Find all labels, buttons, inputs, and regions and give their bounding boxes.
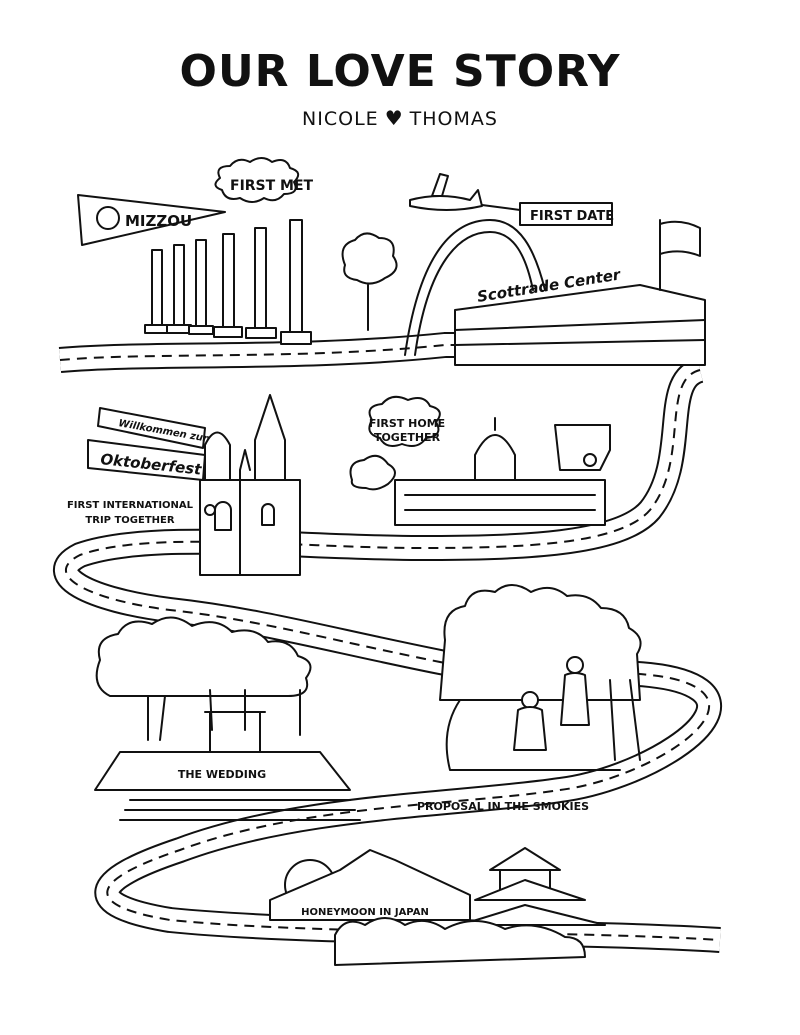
- svg-text:TOGETHER: TOGETHER: [374, 431, 441, 444]
- svg-text:HONEYMOON IN JAPAN: HONEYMOON IN JAPAN: [301, 907, 429, 918]
- page-title: OUR LOVE STORY: [179, 46, 621, 97]
- gateway-arch: [404, 219, 546, 356]
- heart-icon: ♥: [384, 106, 404, 130]
- svg-text:MIZZOU: MIZZOU: [125, 212, 192, 230]
- first-home-cloud: FIRST HOME TOGETHER: [368, 395, 445, 447]
- scottrade-center: Scottrade Center: [454, 219, 706, 366]
- svg-text:FIRST MET: FIRST MET: [230, 178, 314, 194]
- couple-names: NICOLE♥THOMAS: [0, 106, 800, 130]
- columns: [144, 219, 312, 345]
- svg-text:FIRST HOME: FIRST HOME: [369, 417, 445, 430]
- first-trip-label-2: TRIP TOGETHER: [85, 515, 174, 526]
- name-right: THOMAS: [409, 108, 498, 130]
- svg-text:PROPOSAL IN THE SMOKIES: PROPOSAL IN THE SMOKIES: [417, 800, 589, 813]
- first-trip-label: FIRST INTERNATIONAL: [67, 500, 194, 511]
- munich-cathedral: [199, 394, 301, 576]
- name-left: NICOLE: [302, 108, 379, 130]
- proposal-scene: PROPOSAL IN THE SMOKIES: [417, 584, 642, 813]
- svg-text:THE WEDDING: THE WEDDING: [178, 768, 266, 781]
- wisconsin-capitol: [349, 417, 611, 526]
- tree: [341, 232, 398, 331]
- first-met-cloud: FIRST MET: [214, 157, 314, 203]
- japan-scene: HONEYMOON IN JAPAN: [269, 847, 606, 966]
- oktoberfest-signs: Willkommen zum Oktoberfest: [87, 407, 214, 481]
- mizzou-pennant: MIZZOU: [77, 194, 226, 246]
- svg-text:FIRST DATE: FIRST DATE: [530, 209, 614, 224]
- wedding-scene: THE WEDDING: [94, 616, 361, 821]
- plane: FIRST DATE: [409, 173, 614, 226]
